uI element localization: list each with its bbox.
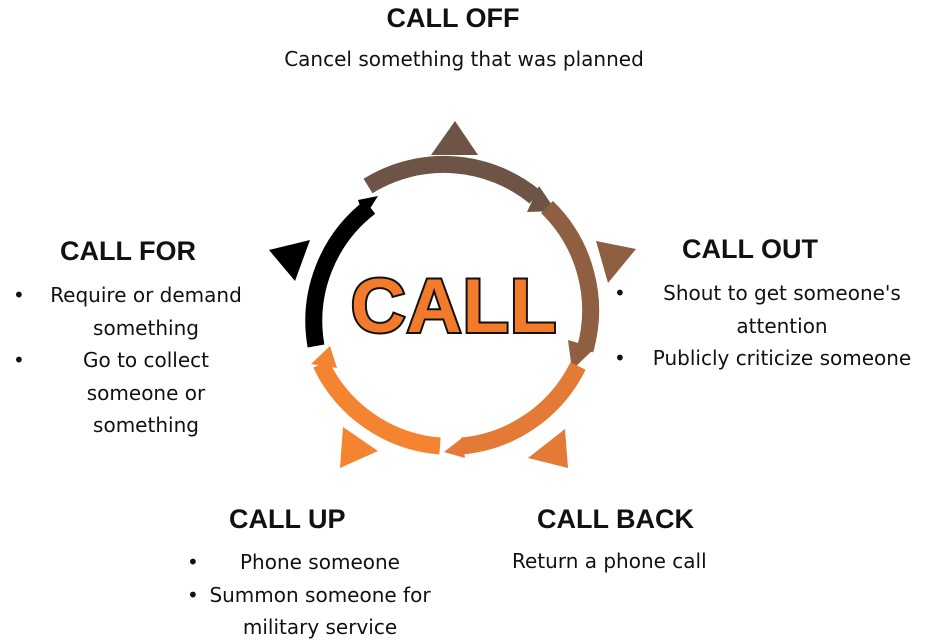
pointer-triangle-bottom-right: [528, 429, 568, 468]
bullet-icon: •: [614, 346, 626, 370]
call-out-bullet-1: Shout to get someone's attention: [663, 281, 901, 338]
bullet-icon: •: [13, 283, 25, 307]
call-up-bullets: • Phone someone • Summon someone for mil…: [187, 546, 435, 644]
cycle-arrow-top: [363, 155, 541, 204]
call-back-title: CALL BACK: [537, 504, 694, 534]
cycle-arrow-bottom-left: [313, 360, 441, 455]
call-out-title: CALL OUT: [682, 234, 818, 264]
call-off-description: Cancel something that was planned: [284, 47, 644, 71]
list-item: • Phone someone: [187, 546, 435, 579]
pointer-triangle-bottom-left: [340, 427, 378, 468]
cycle-arrow-left: [305, 200, 376, 348]
call-out-bullets: • Shout to get someone's attention • Pub…: [614, 277, 930, 375]
bullet-icon: •: [187, 550, 199, 574]
bullet-icon: •: [614, 281, 626, 305]
pointer-triangle-top: [431, 121, 478, 155]
pointer-triangle-left: [269, 240, 310, 281]
list-item: • Go to collect someone or something: [13, 344, 261, 442]
list-item: • Summon someone for military service: [187, 579, 435, 644]
call-for-bullet-1: Require or demand something: [50, 283, 242, 340]
cycle-arrowhead-bottom-right: [444, 438, 465, 458]
bullet-icon: •: [13, 348, 25, 372]
center-label: CALL: [351, 264, 558, 349]
call-up-bullet-2: Summon someone for military service: [209, 582, 431, 640]
cycle-arrowhead-bottom-left: [311, 346, 337, 368]
list-item: • Publicly criticize someone: [614, 342, 930, 375]
bullet-icon: •: [187, 582, 199, 607]
cycle-arrow-bottom-right: [461, 362, 586, 455]
call-for-title: CALL FOR: [60, 236, 196, 266]
call-back-description: Return a phone call: [512, 549, 707, 573]
call-for-bullets: • Require or demand something • Go to co…: [13, 279, 261, 442]
cycle-arrowhead-left: [358, 196, 378, 218]
cycle-arrowhead-right: [568, 340, 595, 370]
call-up-title: CALL UP: [229, 504, 346, 534]
cycle-diagram: CALL: [269, 121, 636, 468]
list-item: • Require or demand something: [13, 279, 261, 344]
call-up-bullet-1: Phone someone: [240, 550, 400, 574]
call-out-bullet-2: Publicly criticize someone: [652, 346, 912, 370]
cycle-arrow-right: [540, 200, 600, 353]
call-off-title: CALL OFF: [386, 3, 520, 33]
call-for-bullet-2: Go to collect someone or something: [82, 348, 209, 437]
pointer-triangle-right: [596, 241, 636, 283]
list-item: • Shout to get someone's attention: [614, 277, 930, 342]
